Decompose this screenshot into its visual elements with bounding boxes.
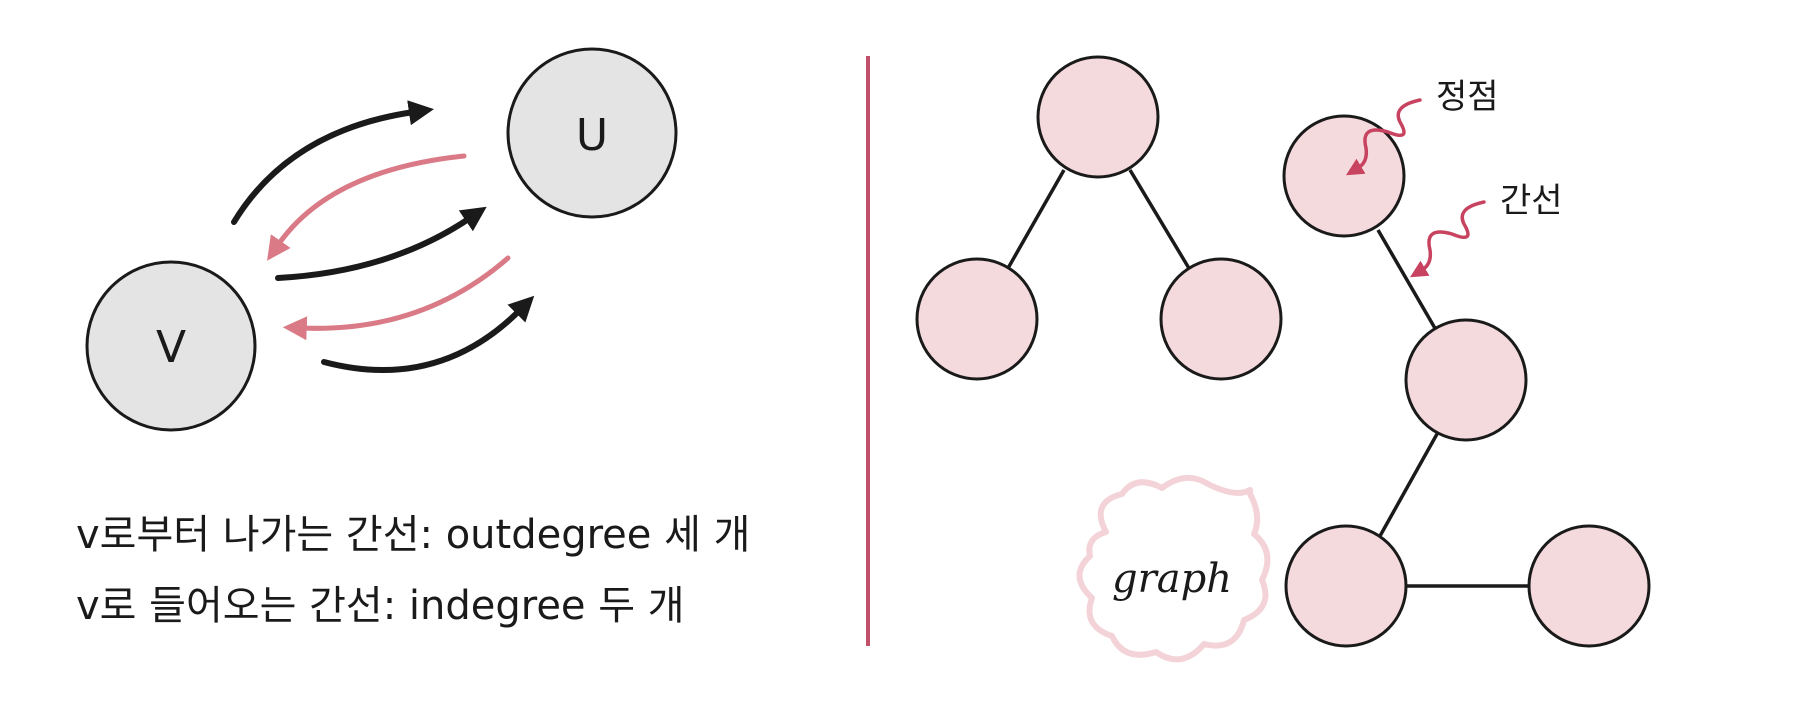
caption-outdegree: v로부터 나가는 간선: outdegree 세 개: [76, 512, 750, 558]
directed-graph-panel: U V v로부터 나가는 간선: outdegree 세 개 v로 들어오는 간…: [76, 47, 750, 629]
outgoing-edge-2: [275, 206, 487, 281]
undirected-graph-panel: 정점 간선 graph: [915, 55, 1651, 663]
edge-annotation-label: 간선: [1500, 181, 1563, 221]
graph-vertex: [1282, 114, 1406, 238]
graph-vertex: [1527, 524, 1651, 648]
graph-vertex: [1284, 524, 1408, 648]
incoming-edge-1: [267, 153, 467, 261]
graph-edge: [1376, 229, 1438, 331]
graph-vertex: [1404, 318, 1528, 442]
node-u-label: U: [576, 110, 608, 161]
graph-edge: [1005, 169, 1066, 271]
incoming-edge-2: [282, 255, 511, 341]
node-v: [85, 260, 257, 432]
graph-vertex: [1159, 257, 1283, 381]
outgoing-edge-1: [231, 100, 434, 225]
graph-edge: [1128, 169, 1192, 271]
edge-annotation-arrow: [1409, 200, 1486, 278]
graph-vertex: [1036, 55, 1160, 179]
vertex-annotation-label: 정점: [1436, 77, 1499, 117]
node-v-label: V: [156, 322, 186, 373]
vertex-annotation-arrow: [1345, 98, 1422, 176]
node-u: [506, 47, 678, 219]
graph-edge: [1378, 433, 1439, 537]
graph-speech-cloud: [1076, 475, 1271, 663]
outgoing-edge-3: [321, 295, 535, 374]
graph-vertex: [915, 257, 1039, 381]
caption-indegree: v로 들어오는 간선: indegree 두 개: [76, 583, 685, 629]
cloud-label: graph: [1112, 556, 1232, 602]
